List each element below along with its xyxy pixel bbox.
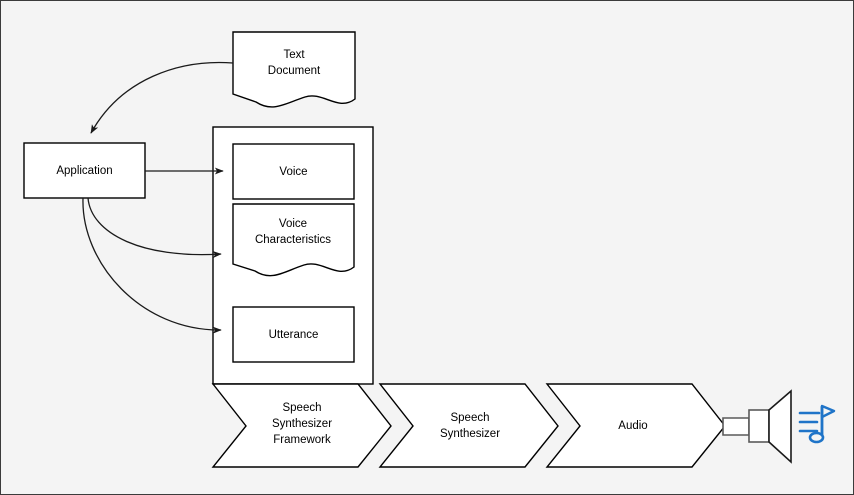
voice-shape	[232, 143, 355, 200]
chevron-3-shape	[545, 383, 726, 468]
application-label: Application	[56, 165, 112, 177]
chevron-1-label-line3: Framework	[273, 434, 331, 446]
music-note-head	[808, 431, 825, 444]
chevron-2-label-line1: Speech	[450, 412, 489, 424]
utterance-shape	[232, 306, 355, 363]
text-document-label-line2: Document	[268, 65, 321, 77]
text-document-label-line1: Text	[283, 49, 305, 61]
voice-characteristics-label-line1: Voice	[279, 218, 307, 230]
node-text-document[interactable]: Text Document	[232, 31, 356, 108]
chevron-2-label-line2: Synthesizer	[440, 428, 500, 440]
chevron-speech-synthesizer-framework[interactable]: Speech Synthesizer Framework	[211, 383, 392, 468]
node-voice[interactable]: Voice	[232, 143, 355, 200]
speaker-neck	[722, 417, 750, 436]
speaker-icon	[722, 389, 792, 464]
chevron-1-label-line1: Speech	[282, 402, 321, 414]
chevron-audio[interactable]: Audio	[545, 383, 726, 468]
voice-characteristics-shape	[232, 203, 355, 277]
application-shape	[23, 142, 146, 199]
voice-label: Voice	[279, 166, 307, 178]
chevron-1-shape	[211, 383, 392, 468]
text-document-shape	[232, 31, 356, 108]
connector-application-to-utterance	[82, 197, 222, 334]
chevron-2-shape	[378, 383, 559, 468]
node-application[interactable]: Application	[23, 142, 146, 199]
voice-characteristics-label-line2: Characteristics	[255, 234, 331, 246]
node-voice-characteristics[interactable]: Voice Characteristics	[232, 203, 355, 277]
utterance-label: Utterance	[269, 329, 319, 341]
node-utterance[interactable]: Utterance	[232, 306, 355, 363]
music-note-icon	[798, 404, 836, 444]
chevron-speech-synthesizer[interactable]: Speech Synthesizer	[378, 383, 559, 468]
connector-application-to-voice-characteristics	[87, 197, 222, 259]
speaker-body	[748, 409, 770, 443]
connector-text-document-to-application	[90, 61, 234, 134]
music-note-flag	[820, 404, 836, 419]
chevron-3-label: Audio	[618, 420, 647, 432]
speaker-cone	[768, 389, 792, 464]
chevron-1-label-line2: Synthesizer	[272, 418, 332, 430]
